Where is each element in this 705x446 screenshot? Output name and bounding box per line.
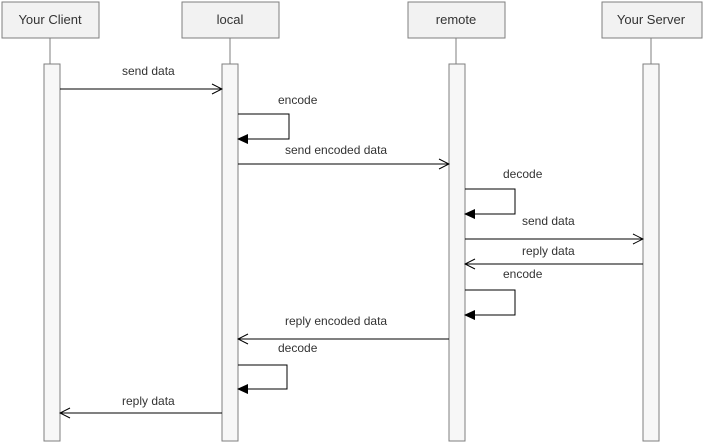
message-label: send data xyxy=(122,64,175,78)
actor-box xyxy=(601,1,703,39)
actor-box xyxy=(407,1,506,39)
message-label: decode xyxy=(503,167,543,181)
actor-remote: remote xyxy=(407,1,506,442)
actor-label: Your Client xyxy=(18,12,82,27)
actor-label: Your Server xyxy=(617,12,686,27)
activation-bar xyxy=(642,63,660,442)
message-label: reply data xyxy=(522,244,575,258)
self-message-arrow xyxy=(238,113,290,139)
actor-your-server: Your Server xyxy=(601,1,703,442)
message-encode-reply: encode xyxy=(465,267,543,315)
activation-bar xyxy=(43,63,61,442)
message-decode-reply: decode xyxy=(238,341,318,389)
message-label: encode xyxy=(278,93,318,107)
message-label: reply encoded data xyxy=(285,314,387,328)
message-reply-data-from-server: reply data xyxy=(465,244,643,264)
message-reply-data-to-client: reply data xyxy=(60,394,222,413)
message-send-data: send data xyxy=(60,64,222,89)
self-message-arrow xyxy=(238,364,288,389)
message-label: send data xyxy=(522,214,575,228)
message-send-encoded-data: send encoded data xyxy=(238,143,449,164)
message-send-data-to-server: send data xyxy=(465,214,643,239)
activation-bar xyxy=(221,63,239,442)
actor-box xyxy=(181,1,280,39)
message-label: encode xyxy=(503,267,543,281)
message-reply-encoded-data: reply encoded data xyxy=(238,314,449,339)
actor-box xyxy=(1,1,100,39)
message-label: send encoded data xyxy=(285,143,387,157)
actor-label: local xyxy=(217,12,244,27)
actor-label: remote xyxy=(436,12,476,27)
self-message-arrow xyxy=(465,188,516,214)
actor-your-client: Your Client xyxy=(1,1,100,442)
activation-bar xyxy=(448,63,466,442)
message-label: reply data xyxy=(122,394,175,408)
self-message-arrow xyxy=(465,289,516,315)
message-encode: encode xyxy=(238,93,318,139)
message-decode: decode xyxy=(465,167,543,214)
actor-local: local xyxy=(181,1,280,442)
message-label: decode xyxy=(278,341,318,355)
